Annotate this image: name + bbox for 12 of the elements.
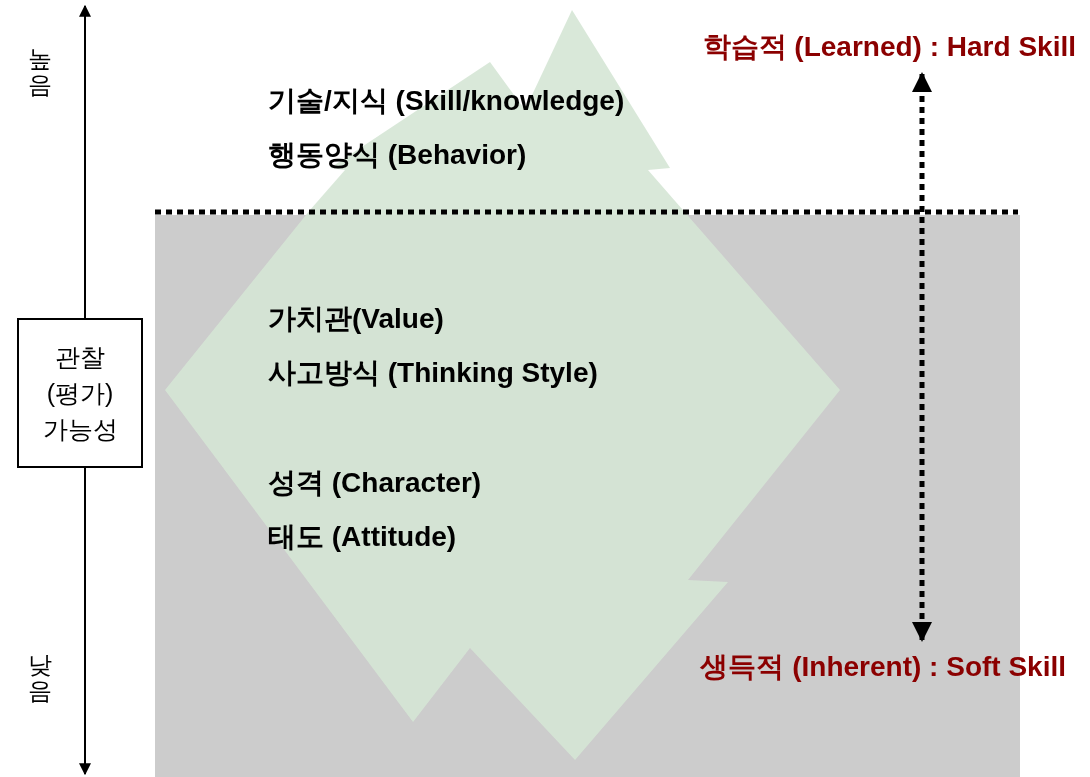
iceberg-label: 사고방식 (Thinking Style)	[268, 356, 598, 390]
iceberg-label: 기술/지식 (Skill/knowledge)	[268, 84, 625, 118]
category-text: 생득적 (Inherent) : Soft Skill	[700, 646, 1066, 690]
dotted-arrow	[912, 72, 932, 642]
label-box: 관찰 (평가) 가능성	[17, 318, 143, 468]
iceberg-label: 태도 (Attitude)	[268, 520, 457, 554]
iceberg-label: 성격 (Character)	[268, 466, 482, 500]
scale-label: 낮음	[27, 652, 53, 704]
iceberg-label: 행동양식 (Behavior)	[268, 138, 527, 172]
category-text: 학습적 (Learned) : Hard Skill	[702, 26, 1076, 70]
scale-label: 높음	[27, 46, 53, 98]
iceberg-label: 가치관(Value)	[268, 302, 444, 336]
